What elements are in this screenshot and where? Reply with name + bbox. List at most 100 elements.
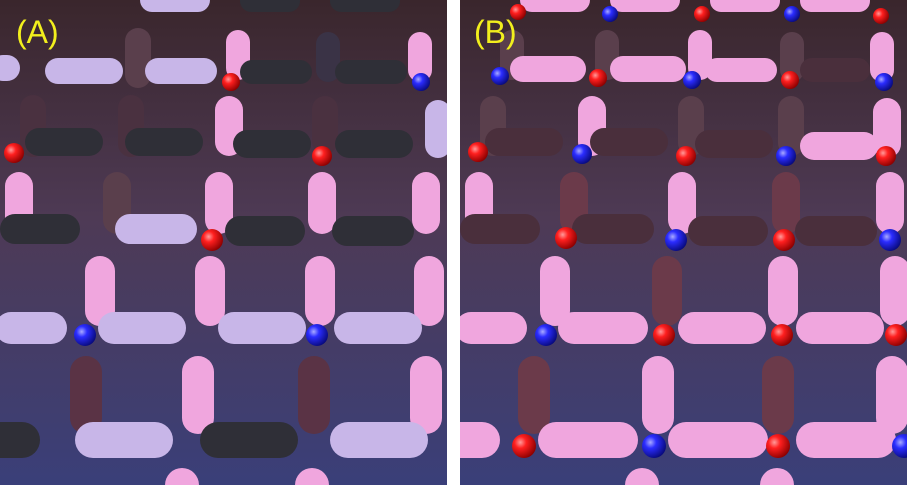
bar-horizontal-faded: [795, 216, 877, 246]
bar-horizontal-pale: [334, 312, 422, 344]
panel-divider: [447, 0, 460, 485]
bar-horizontal-active: [800, 0, 870, 12]
bar-vertical-faded: [772, 172, 800, 234]
charge-red: [873, 8, 889, 24]
bar-horizontal-dark: [125, 128, 203, 156]
panel-a-scene: [0, 0, 447, 485]
bar-vertical-faded: [298, 356, 330, 434]
bar-horizontal-active: [800, 132, 878, 160]
charge-blue: [776, 146, 796, 166]
charge-red: [766, 434, 790, 458]
bar-vertical-faded: [312, 96, 338, 154]
charge-red: [4, 143, 24, 163]
bar-vertical-active: [410, 356, 442, 434]
bar-vertical-active: [876, 172, 904, 234]
bar-vertical-active: [414, 256, 444, 326]
bar-vertical-active: [412, 172, 440, 234]
charge-red: [201, 229, 223, 251]
bar-horizontal-dark: [240, 0, 300, 12]
charge-red: [512, 434, 536, 458]
bar-horizontal-active: [705, 58, 777, 82]
charge-red: [222, 73, 240, 91]
bar-vertical-active: [768, 256, 798, 326]
bar-horizontal-faded: [590, 128, 668, 156]
bar-vertical-faded: [518, 356, 550, 434]
bar-vertical-faded: [762, 356, 794, 434]
bar-horizontal-pale: [140, 0, 210, 12]
charge-red: [876, 146, 896, 166]
bar-vertical-active: [305, 256, 335, 326]
bar-horizontal-active: [796, 312, 884, 344]
bar-horizontal-active: [678, 312, 766, 344]
bar-horizontal-dark: [332, 216, 414, 246]
bar-horizontal-pale: [115, 214, 197, 244]
bar-horizontal-dark: [335, 60, 407, 84]
charge-red: [771, 324, 793, 346]
charge-red: [312, 146, 332, 166]
charge-red: [773, 229, 795, 251]
bar-horizontal-pale: [218, 312, 306, 344]
bar-horizontal-active: [538, 422, 638, 458]
bar-horizontal-faded: [572, 214, 654, 244]
bar-horizontal-dark: [330, 0, 400, 12]
charge-red: [885, 324, 907, 346]
bar-horizontal-active: [610, 0, 680, 12]
bar-horizontal-dark: [0, 422, 40, 458]
charge-red: [781, 71, 799, 89]
bar-horizontal-dark: [200, 422, 298, 458]
charge-red: [694, 6, 710, 22]
bar-horizontal-dark: [233, 130, 311, 158]
charge-blue: [875, 73, 893, 91]
bar-horizontal-pale: [75, 422, 173, 458]
charge-red: [676, 146, 696, 166]
charge-red: [653, 324, 675, 346]
charge-red: [555, 227, 577, 249]
bar-horizontal-active: [796, 422, 896, 458]
bar-horizontal-active: [558, 312, 648, 344]
panel-a: (A): [0, 0, 447, 485]
charge-blue: [74, 324, 96, 346]
charge-red: [589, 69, 607, 87]
bar-horizontal-pale: [145, 58, 217, 84]
bar-vertical-active: [642, 356, 674, 434]
charge-blue: [642, 434, 666, 458]
bar-horizontal-dark: [225, 216, 305, 246]
panel-b-scene: [460, 0, 907, 485]
bar-vertical-faded: [125, 28, 151, 88]
bar-vertical-active: [195, 256, 225, 326]
charge-blue: [306, 324, 328, 346]
bar-vertical-active: [182, 356, 214, 434]
charge-blue: [535, 324, 557, 346]
bar-horizontal-active: [510, 56, 586, 82]
charge-blue: [683, 71, 701, 89]
charge-red: [468, 142, 488, 162]
charge-blue: [491, 67, 509, 85]
bar-horizontal-dark: [800, 58, 870, 82]
bar-horizontal-dark: [0, 214, 80, 244]
bar-horizontal-pale: [45, 58, 123, 84]
bar-vertical-faded: [652, 256, 682, 326]
bar-horizontal-dark: [335, 130, 413, 158]
bar-vertical-active: [308, 172, 336, 234]
bar-horizontal-pale: [0, 312, 67, 344]
bar-horizontal-faded: [688, 216, 768, 246]
panel-label-b: (B): [474, 16, 517, 48]
bar-horizontal-pale: [98, 312, 186, 344]
charge-blue: [784, 6, 800, 22]
charge-blue: [572, 144, 592, 164]
bar-vertical-pale: [425, 100, 447, 158]
bar-horizontal-dark: [240, 60, 312, 84]
panel-label-a: (A): [16, 16, 59, 48]
bar-horizontal-active: [460, 312, 527, 344]
bar-horizontal-active: [520, 0, 590, 12]
bar-horizontal-active: [668, 422, 768, 458]
bar-horizontal-faded: [460, 214, 540, 244]
bar-horizontal-faded: [695, 130, 773, 158]
bar-horizontal-pale: [330, 422, 428, 458]
bar-horizontal-dark: [25, 128, 103, 156]
bar-horizontal-active: [460, 422, 500, 458]
charge-blue: [879, 229, 901, 251]
charge-blue: [665, 229, 687, 251]
charge-blue: [412, 73, 430, 91]
bar-vertical-active: [880, 256, 907, 326]
